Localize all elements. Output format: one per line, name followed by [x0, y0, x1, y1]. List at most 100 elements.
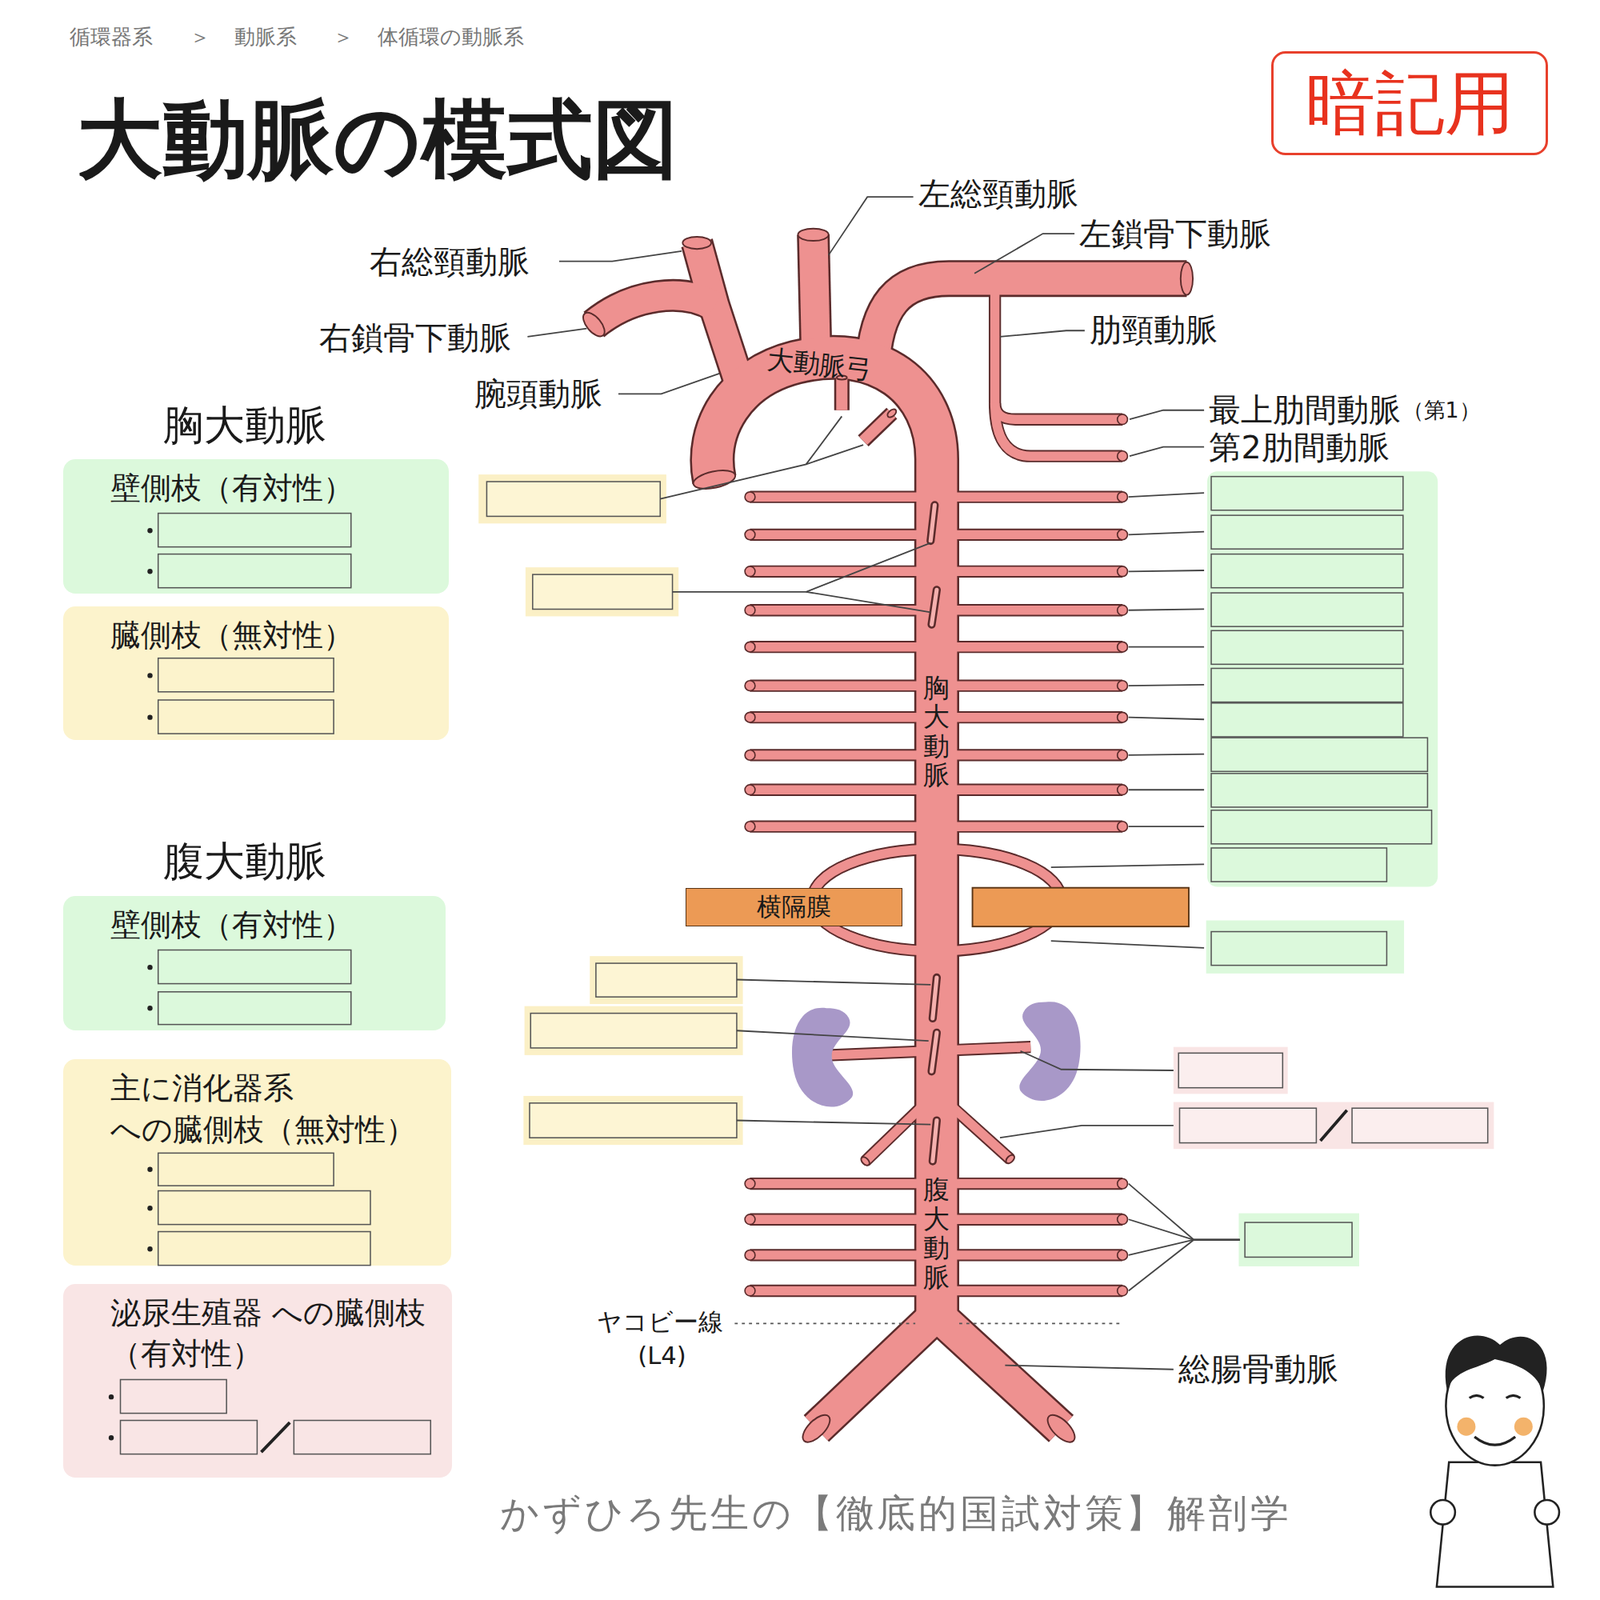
- vessel-end: [1117, 414, 1128, 425]
- vessel-opening: [859, 1155, 871, 1167]
- answer-column: [1211, 848, 1387, 882]
- teacher-cartoon: [1430, 1335, 1560, 1587]
- branch-stub: [930, 504, 937, 1161]
- node-text: 暗記用: [1305, 56, 1515, 150]
- artery-name: 最上肋間動脈: [1208, 391, 1401, 429]
- teacher-cartoon: [1456, 1417, 1476, 1436]
- leader-line: [1128, 1240, 1240, 1292]
- branch-stub: [930, 504, 937, 1161]
- leader-line: [806, 592, 932, 613]
- answer-blank: [589, 956, 743, 1004]
- artery-name: 総腸骨動脈: [1178, 1350, 1339, 1388]
- vessel-end: [1117, 604, 1128, 616]
- answer-blank: [596, 963, 737, 997]
- vessel-end: [1117, 1250, 1128, 1261]
- leader-line: [1051, 940, 1204, 948]
- vessel-end: [744, 784, 756, 796]
- vessel-opening: [797, 228, 828, 241]
- artery-name: 腕頭動脈: [474, 375, 603, 413]
- artery-name: 左総頸動脈: [918, 175, 1079, 213]
- diaphragm-band: [972, 888, 1189, 927]
- node-text: 臓側枝（無対性）: [110, 614, 436, 656]
- leader-line: [1128, 646, 1204, 648]
- leader-line: [660, 416, 842, 499]
- kidney: [792, 1008, 853, 1108]
- vessel-end: [1117, 680, 1128, 692]
- answer-column: [1207, 471, 1438, 887]
- vessel-end: [1117, 750, 1128, 761]
- artery-name: 第2肋間動脈: [1208, 428, 1389, 467]
- vessel-label: 腹大動脈: [923, 1175, 950, 1292]
- vessel-end: [744, 712, 756, 723]
- vessel-end: [1117, 1285, 1128, 1296]
- vessel-end: [744, 1285, 756, 1296]
- vessel-end: [744, 1178, 756, 1189]
- answer-blank: [1320, 1110, 1348, 1141]
- vessel-end: [1117, 529, 1128, 540]
- category-panel: 壁側枝（有対性）: [63, 459, 449, 594]
- leader-line: [1128, 754, 1204, 756]
- answer-column: [1244, 1222, 1352, 1257]
- leader-line: [974, 233, 1075, 274]
- answer-blank: [1173, 1102, 1495, 1150]
- vessel-end: [1117, 641, 1128, 652]
- teacher-cartoon: [1430, 1500, 1456, 1525]
- answer-blank: [530, 1013, 737, 1048]
- leader-line: [1128, 492, 1204, 497]
- answer-column: [1211, 476, 1404, 511]
- leader-line: [1128, 570, 1204, 572]
- jacoby-line: [959, 1322, 1123, 1324]
- leader-line: [1129, 410, 1204, 420]
- answer-column: [1211, 515, 1404, 549]
- leader-line: [1129, 447, 1204, 456]
- teacher-cartoon: [1534, 1500, 1560, 1525]
- vessel-end: [744, 1250, 756, 1261]
- leader-line: [618, 373, 720, 395]
- leader-line: [736, 979, 931, 984]
- answer-blank: [1179, 1108, 1316, 1143]
- vessel-end: [744, 529, 756, 540]
- leader-line: [1000, 330, 1085, 337]
- artery-name: 肋頸動脈: [1089, 311, 1218, 349]
- vessel-fill: [593, 234, 1187, 1428]
- answer-column: [1211, 554, 1404, 588]
- vessel-opening: [1180, 262, 1193, 296]
- answer-column: [1211, 932, 1387, 966]
- node-text: 泌尿生殖器 への臓側枝（有対性）: [110, 1292, 438, 1375]
- vessel-end: [744, 492, 756, 503]
- vessel-end: [1117, 1178, 1128, 1189]
- category-panel: 泌尿生殖器 への臓側枝（有対性）: [63, 1284, 452, 1478]
- vessel-label: 胸大動脈: [923, 673, 950, 791]
- breadcrumb: 体循環の動脈系: [377, 24, 524, 50]
- category-panel: 主に消化器系 への臓側枝（無対性）: [63, 1059, 452, 1266]
- vessel-end: [1117, 451, 1128, 462]
- diaphragm-band: 横隔膜: [685, 888, 902, 927]
- vessel-end: [1117, 492, 1128, 503]
- leader-line: [736, 1030, 929, 1041]
- answer-column: [1211, 773, 1428, 808]
- leader-line: [1128, 532, 1204, 536]
- node-text: 壁側枝（有対性）: [110, 467, 436, 509]
- answer-column: [1211, 630, 1404, 664]
- answer-column: [1211, 668, 1404, 702]
- answer-column: [1211, 737, 1428, 772]
- teacher-cartoon: [1436, 1462, 1553, 1588]
- answer-blank: [1173, 1047, 1288, 1095]
- node-text: 壁側枝（有対性）: [110, 904, 432, 946]
- vessel-end: [1117, 712, 1128, 723]
- vessel-end: [744, 821, 756, 832]
- vessel-opening: [579, 228, 1193, 1448]
- leader-line: [1128, 825, 1204, 828]
- answer-blank: [523, 1096, 743, 1145]
- vessel-end: [744, 641, 756, 652]
- kidney: [792, 1001, 1081, 1107]
- vessel-end: [1117, 821, 1128, 832]
- teacher-cartoon: [1469, 1395, 1521, 1398]
- leader-line: [736, 1120, 931, 1125]
- vessel-opening: [579, 308, 609, 340]
- answer-column: [1211, 592, 1404, 627]
- breadcrumb-separator: ＞: [189, 24, 211, 50]
- answer-blank: [486, 481, 660, 516]
- vessel-end: [744, 1214, 756, 1225]
